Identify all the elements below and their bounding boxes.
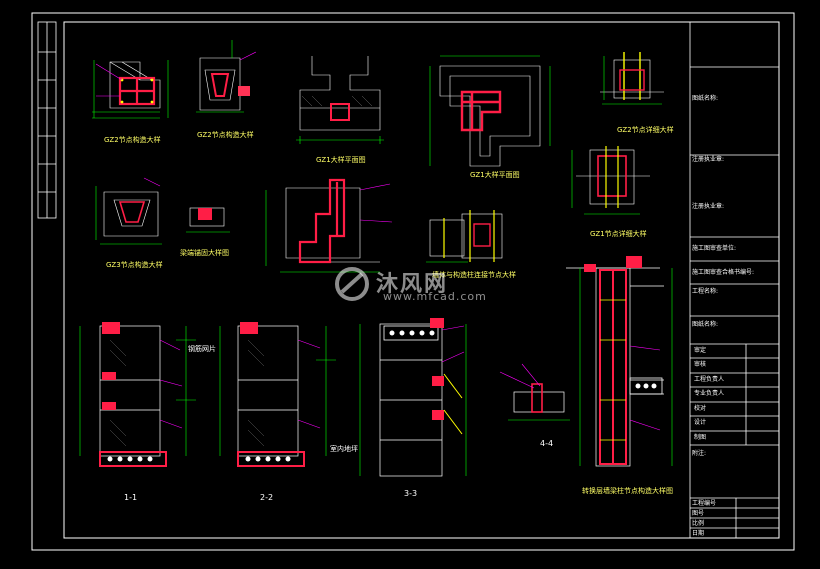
title-row-sheet-name: 图纸名称:: [692, 321, 719, 328]
signoff-approve: 审定: [694, 347, 707, 354]
watermark-brand: 沐风网: [376, 272, 449, 297]
detail-gz1-corner: [429, 55, 551, 167]
inner-frame: [63, 21, 780, 539]
note-floor: 室内地坪: [330, 445, 358, 453]
title-row-stamp-2: 注册执业章:: [692, 203, 725, 210]
note-mesh: 钢筋网片: [188, 345, 216, 353]
detail-beam-embed: [461, 210, 503, 262]
detail-gz1-right: [571, 146, 650, 215]
signoff-discipline-lead: 专业负责人: [694, 390, 725, 397]
section-label-1-1: 1-1: [124, 493, 138, 502]
signoff-check: 校对: [694, 405, 707, 412]
title-row-review-unit: 施工图审查单位:: [692, 245, 737, 252]
title-block-frame: [689, 22, 779, 538]
title-remark: 附注:: [692, 450, 707, 457]
title-row-drawing-name: 图纸名称:: [692, 95, 719, 102]
detail-wall-connect: [426, 218, 468, 263]
caption-gz1-plan-top: GZ1大样平面图: [316, 156, 366, 164]
detail-gz3-left: [95, 177, 162, 245]
section-label-2-2: 2-2: [260, 493, 274, 502]
bottom-sheet-no: 图号: [692, 510, 705, 517]
caption-gz1-corner: GZ1大样平面图: [470, 171, 520, 179]
detail-gz2-top-left: [92, 60, 169, 119]
section-label-3-3: 3-3: [404, 489, 418, 498]
title-row-stamp-1: 注册执业章:: [692, 156, 725, 163]
section-3-3: [359, 318, 467, 477]
bottom-project-no: 工程编号: [692, 500, 717, 507]
caption-gz2-top-left: GZ2节点构造大样: [104, 136, 161, 144]
bottom-date: 日期: [692, 530, 705, 537]
title-row-project: 工程名称:: [692, 288, 719, 295]
signoff-project-lead: 工程负责人: [694, 376, 725, 383]
detail-gz1-plan-top: [296, 56, 384, 144]
caption-beam-support: 梁端锚固大样图: [180, 249, 229, 257]
caption-wall-connect: 墙体与构造柱连接节点大样: [432, 271, 516, 279]
signoff-review: 审核: [694, 361, 707, 368]
detail-gz2-right: [600, 52, 664, 105]
title-row-review-no: 施工图审查合格书编号:: [692, 269, 755, 276]
watermark-logo-icon: [335, 267, 369, 301]
detail-stepped-wall: [265, 178, 393, 273]
caption-right-tall: 转换层墙梁柱节点构造大样图: [582, 487, 673, 495]
section-1-1: [79, 322, 196, 467]
detail-beam-support: [186, 207, 230, 233]
outer-frame: [31, 12, 795, 551]
detail-gz2-small: [196, 40, 257, 113]
section-label-4-4: 4-4: [540, 439, 554, 448]
section-2-2: [219, 322, 336, 467]
caption-gz1-right: GZ1节点详细大样: [590, 230, 647, 238]
signoff-design: 设计: [694, 419, 707, 426]
detail-right-tall: [566, 256, 673, 467]
watermark-url: www.mfcad.com: [383, 290, 487, 303]
caption-gz2-small: GZ2节点构造大样: [197, 131, 254, 139]
section-4-4: [499, 363, 570, 421]
signoff-draw: 制图: [694, 434, 707, 441]
caption-gz2-right: GZ2节点详细大样: [617, 126, 674, 134]
caption-gz3-left: GZ3节点构造大样: [106, 261, 163, 269]
binding-strip: [37, 21, 57, 219]
bottom-scale: 比例: [692, 520, 705, 527]
